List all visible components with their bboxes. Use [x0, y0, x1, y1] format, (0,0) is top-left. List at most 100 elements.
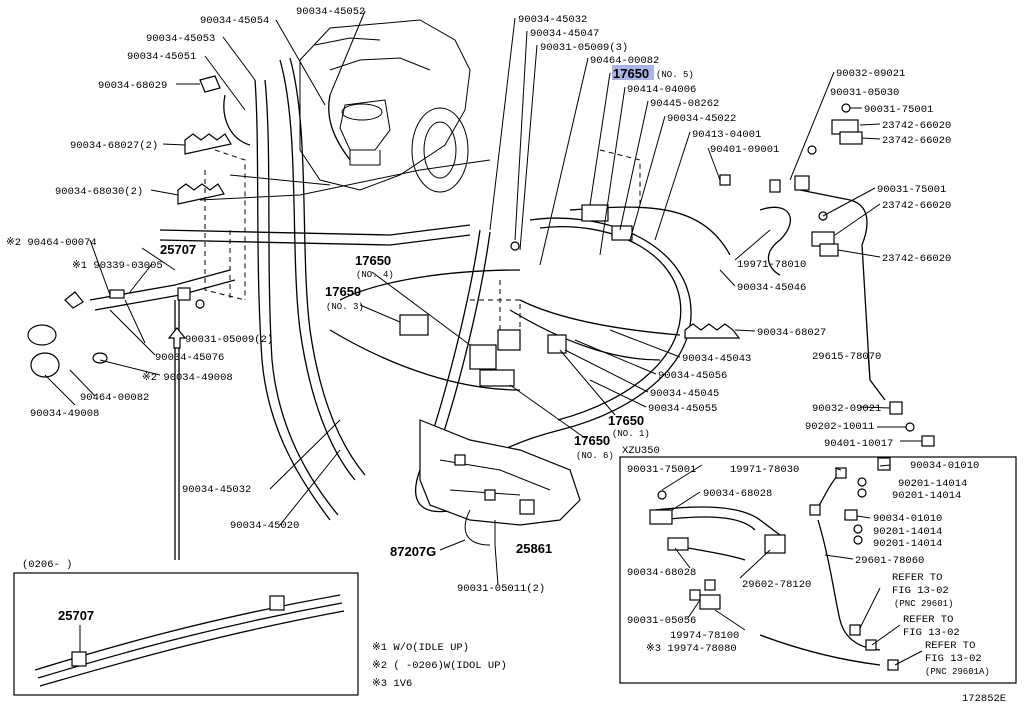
- label-23742-66020-a: 23742-66020: [882, 120, 951, 132]
- bracket-plate: [419, 419, 581, 546]
- label-90034-45056: 90034-45056: [658, 370, 727, 382]
- label-90034-45055: 90034-45055: [648, 403, 717, 415]
- label-0206: (0206- ): [22, 559, 72, 571]
- inset-xzu350: XZU350 9: [619, 445, 1017, 684]
- inset-label-29602-78120: 29602-78120: [742, 579, 811, 591]
- label-90034-45045: 90034-45045: [650, 388, 719, 400]
- note-2: ※2 ( -0206)W(IDOL UP): [372, 660, 507, 672]
- inset-label-90031-05056: 90031-05056: [627, 615, 696, 627]
- hose-bundle: [89, 57, 886, 560]
- label-90401-09001: 90401-09001: [710, 144, 779, 156]
- inset-label-90034-68028-a: 90034-68028: [703, 488, 772, 500]
- label-xzu350: XZU350: [622, 445, 660, 457]
- label-25707-box: 25707: [58, 608, 94, 623]
- label-90464-00082-left: 90464-00082: [80, 392, 149, 404]
- right-parts: [510, 103, 935, 447]
- label-90034-45032-top: 90034-45032: [518, 14, 587, 26]
- inset-refer3-a: REFER TO: [925, 640, 975, 652]
- label-90202-10011: 90202-10011: [805, 421, 874, 433]
- label-23742-66020-b: 23742-66020: [882, 135, 951, 147]
- engine-outline: [199, 19, 491, 201]
- figure-number: 172852E: [962, 693, 1006, 705]
- label-90034-45052: 90034-45052: [296, 6, 365, 18]
- label-90034-49008-a: ※2 90034-49008: [142, 372, 233, 384]
- inset-label-90201-14014-a: 90201-14014: [898, 478, 967, 490]
- inset-label-90031-75001: 90031-75001: [627, 464, 696, 476]
- label-17650-no6: 17650: [574, 433, 610, 448]
- label-90034-49008-b: 90034-49008: [30, 408, 99, 420]
- label-90339-03005: ※1 90339-03005: [72, 260, 163, 272]
- label-90464-00082-top: 90464-00082: [590, 55, 659, 67]
- label-17650-no3-sub: (NO. 3): [326, 302, 364, 312]
- label-90034-68029: 90034-68029: [98, 80, 167, 92]
- label-25707: 25707: [160, 242, 196, 257]
- inset-refer2-b: FIG 13-02: [903, 627, 960, 639]
- label-90031-05009-3: 90031-05009(3): [540, 42, 628, 54]
- inset-refer2-a: REFER TO: [903, 614, 953, 626]
- label-17650-no4-sub: (NO. 4): [356, 270, 394, 280]
- label-90034-45076: 90034-45076: [155, 352, 224, 364]
- label-23742-66020-d: 23742-66020: [882, 253, 951, 265]
- label-90034-45047: 90034-45047: [530, 28, 599, 40]
- inset-label-90034-68028-b: 90034-68028: [627, 567, 696, 579]
- label-90031-75001-a: 90031-75001: [864, 104, 933, 116]
- inset-0206: (0206- ) 25707: [13, 559, 359, 696]
- inset-label-90034-01010-a: 90034-01010: [910, 460, 979, 472]
- label-90464-00074: ※2 90464-00074: [6, 237, 97, 249]
- inset-refer1-b: FIG 13-02: [892, 585, 949, 597]
- label-29615-78070: 29615-78070: [812, 351, 881, 363]
- inset-label-19971-78030: 19971-78030: [730, 464, 799, 476]
- inset-refer1-a: REFER TO: [892, 572, 942, 584]
- label-17650-no5-sub: (NO. 5): [656, 70, 694, 80]
- label-90034-45032-left: 90034-45032: [182, 484, 251, 496]
- label-19971-78010: 19971-78010: [737, 259, 806, 271]
- inset-label-90034-01010-b: 90034-01010: [873, 513, 942, 525]
- dashed-lines: [204, 149, 641, 330]
- inset-label-90201-14014-d: 90201-14014: [873, 538, 942, 550]
- label-90034-68027: 90034-68027: [757, 327, 826, 339]
- label-17650-no3: 17650: [325, 284, 361, 299]
- inset-label-29601-78060: 29601-78060: [855, 555, 924, 567]
- label-90032-09021-top: 90032-09021: [836, 68, 905, 80]
- inset-label-90201-14014-b: 90201-14014: [892, 490, 961, 502]
- label-90034-68027-2: 90034-68027(2): [70, 140, 158, 152]
- label-90413-04001: 90413-04001: [692, 129, 761, 141]
- highlight-17650-no5: [612, 65, 654, 80]
- label-90034-45051: 90034-45051: [127, 51, 196, 63]
- label-90414-04006: 90414-04006: [627, 84, 696, 96]
- inset-label-19974-78100: 19974-78100: [670, 630, 739, 642]
- inset-refer3-c: (PNC 29601A): [925, 667, 990, 677]
- label-17650-no1-sub: (NO. 1): [612, 429, 650, 439]
- label-87207g: 87207G: [390, 544, 436, 559]
- label-90031-05011-2: 90031-05011(2): [457, 583, 545, 595]
- leader-lines: [44, 10, 922, 586]
- note-3: ※3 1V6: [372, 678, 412, 690]
- label-90031-05009-2: 90031-05009(2): [185, 334, 273, 346]
- label-90034-45020: 90034-45020: [230, 520, 299, 532]
- label-17650-no6-sub: (NO. 6): [576, 451, 614, 461]
- label-90034-68030-2: 90034-68030(2): [55, 186, 143, 198]
- label-90031-05030: 90031-05030: [830, 87, 899, 99]
- label-17650-no5: 17650: [613, 66, 649, 81]
- part-labels: 90034-45052 90034-45054 90034-45053 9003…: [6, 6, 951, 595]
- label-90031-75001-b: 90031-75001: [877, 184, 946, 196]
- label-90034-45046: 90034-45046: [737, 282, 806, 294]
- inset-label-19974-78080: ※3 19974-78080: [646, 643, 737, 655]
- vsv-valves: [399, 204, 633, 387]
- label-25861: 25861: [516, 541, 552, 556]
- label-90401-10017: 90401-10017: [824, 438, 893, 450]
- inset-refer3-b: FIG 13-02: [925, 653, 982, 665]
- label-17650-no4: 17650: [355, 253, 391, 268]
- label-90034-45022: 90034-45022: [667, 113, 736, 125]
- label-90034-45054: 90034-45054: [200, 15, 269, 27]
- label-90034-45043: 90034-45043: [682, 353, 751, 365]
- label-17650-no1: 17650: [608, 413, 644, 428]
- inset-label-90201-14014-c: 90201-14014: [873, 526, 942, 538]
- label-90445-08262: 90445-08262: [650, 98, 719, 110]
- inset-refer1-c: (PNC 29601): [894, 599, 953, 609]
- label-90032-09021-b: 90032-09021: [812, 403, 881, 415]
- label-23742-66020-c: 23742-66020: [882, 200, 951, 212]
- notes: ※1 W/O(IDLE UP) ※2 ( -0206)W(IDOL UP) ※3…: [372, 642, 1006, 705]
